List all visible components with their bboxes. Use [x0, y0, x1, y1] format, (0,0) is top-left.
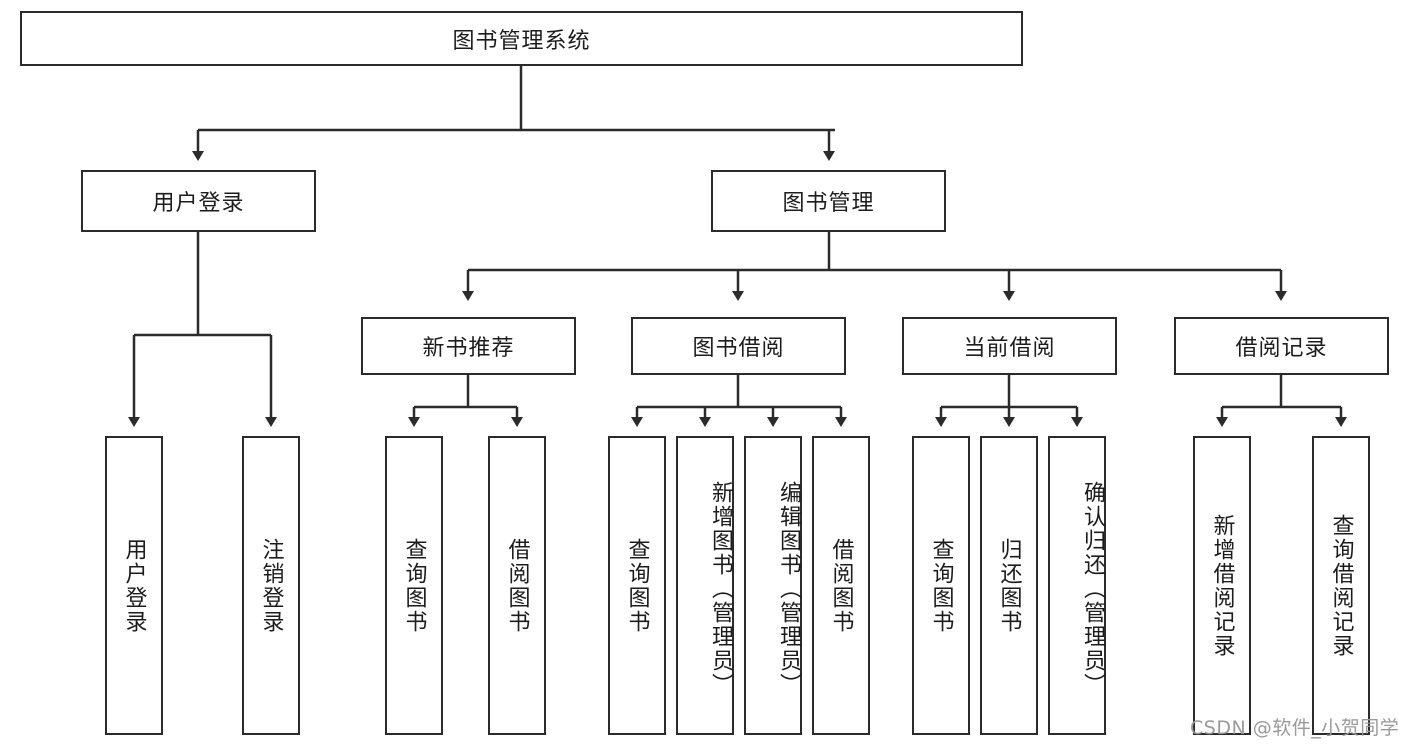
leaf-borrow-book-recommend[interactable]: 借阅图书	[488, 436, 546, 735]
node-label: 图书管理	[782, 191, 875, 216]
node-label: 借阅记录	[1235, 336, 1328, 361]
node-label: 当前借阅	[963, 336, 1056, 361]
node-label: 新书推荐	[422, 336, 515, 361]
watermark-text: CSDN @软件_小贺同学	[1190, 717, 1400, 739]
node-label: 查询图书	[624, 537, 650, 634]
leaf-query-book-recommend[interactable]: 查询图书	[385, 436, 443, 735]
node-label: 新增图书（管理员）	[708, 480, 733, 697]
leaf-return-book[interactable]: 归还图书	[980, 436, 1038, 735]
node-label: 借阅图书	[828, 537, 854, 634]
node-label: 确认归还（管理员）	[1080, 480, 1105, 697]
node-new-book-recommend[interactable]: 新书推荐	[361, 317, 576, 375]
node-label: 借阅图书	[504, 537, 530, 634]
leaf-confirm-return-admin[interactable]: 确认归还（管理员）	[1048, 436, 1106, 735]
node-label: 用户登录	[152, 191, 245, 216]
node-label: 归还图书	[996, 537, 1022, 634]
leaf-add-borrow-record[interactable]: 新增借阅记录	[1193, 436, 1251, 735]
node-label: 查询图书	[401, 537, 427, 634]
leaf-query-borrow-record[interactable]: 查询借阅记录	[1312, 436, 1370, 735]
leaf-borrow-book[interactable]: 借阅图书	[812, 436, 870, 735]
leaf-query-book-borrow[interactable]: 查询图书	[608, 436, 666, 735]
node-current-borrow[interactable]: 当前借阅	[902, 317, 1117, 375]
node-book-borrow[interactable]: 图书借阅	[631, 317, 846, 375]
node-book-management[interactable]: 图书管理	[711, 170, 946, 232]
leaf-edit-book-admin[interactable]: 编辑图书（管理员）	[744, 436, 802, 735]
node-label: 注销登录	[258, 537, 284, 634]
node-label: 查询图书	[928, 537, 954, 634]
node-label: 图书管理系统	[452, 28, 591, 54]
node-label: 图书借阅	[692, 336, 785, 361]
node-user-login[interactable]: 用户登录	[81, 170, 316, 232]
leaf-add-book-admin[interactable]: 新增图书（管理员）	[676, 436, 734, 735]
leaf-user-login[interactable]: 用户登录	[105, 436, 163, 735]
node-label: 用户登录	[121, 537, 147, 634]
leaf-logout-login[interactable]: 注销登录	[242, 436, 300, 735]
node-borrow-record[interactable]: 借阅记录	[1174, 317, 1389, 375]
node-label: 查询借阅记录	[1328, 513, 1354, 658]
node-root-book-management-system[interactable]: 图书管理系统	[20, 11, 1023, 66]
node-label: 新增借阅记录	[1209, 513, 1235, 658]
leaf-query-book-current[interactable]: 查询图书	[912, 436, 970, 735]
node-label: 编辑图书（管理员）	[776, 480, 801, 697]
